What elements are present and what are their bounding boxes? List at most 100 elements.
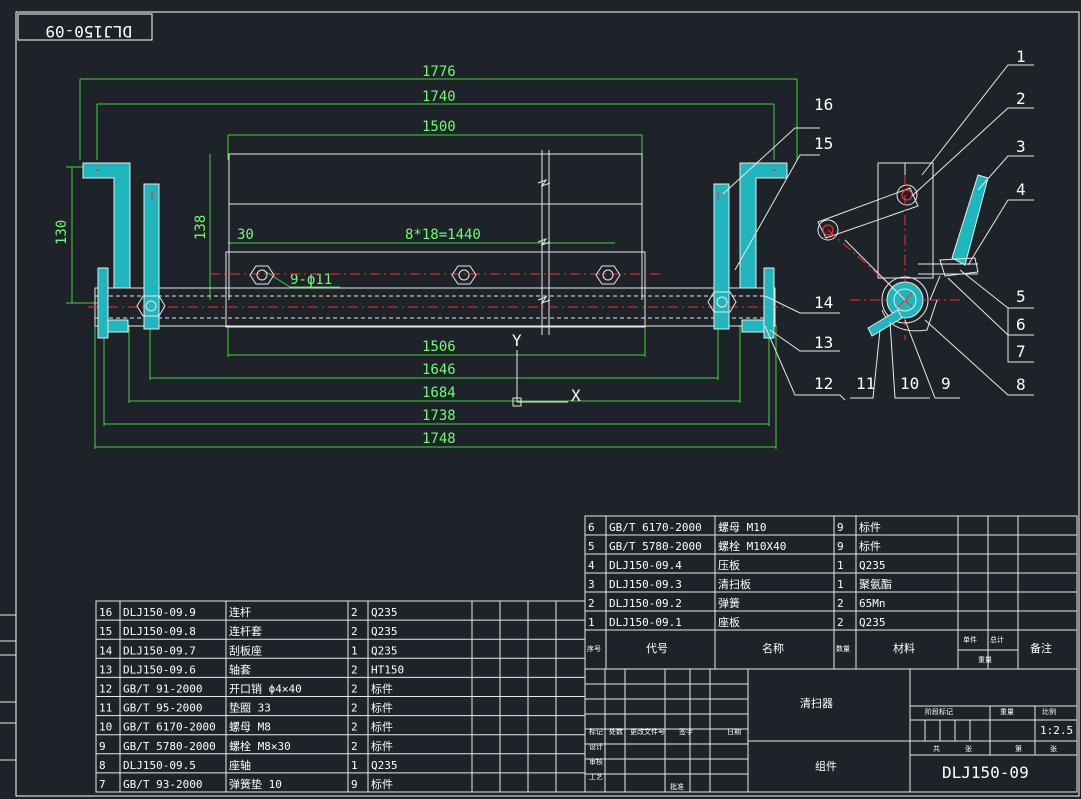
hdr-mat: 材料 [893,641,915,655]
svg-text:16: 16 [814,95,833,114]
dim-1738: 1738 [422,408,456,424]
hdr-wt: 重量 [978,656,992,664]
svg-text:标记: 标记 [589,727,603,736]
bom-qty: 2 [351,663,358,676]
bom-qty: 2 [351,683,358,696]
svg-text:审核: 审核 [589,757,603,766]
svg-text:张: 张 [965,744,972,753]
svg-text:12: 12 [814,374,833,393]
bom-code: DLJ150-09.5 [123,759,196,772]
bom-qty: 1 [351,644,358,657]
svg-text:处数: 处数 [609,727,623,736]
bom-no: 13 [99,663,112,676]
axis-x: X [571,386,581,405]
bom-code: GB/T 91-2000 [123,683,202,696]
bom-mat: 标件 [371,739,393,753]
bom-qty: 9 [351,778,358,791]
svg-text:15: 15 [814,134,833,153]
bom-no: 14 [99,644,113,657]
bom-qty: 1 [837,559,844,572]
bom-code: GB/T 6170-2000 [123,721,216,734]
hdr-code: 代号 [646,642,668,655]
bom-code: DLJ150-09.4 [609,559,682,572]
bom-mat: Q235 [859,559,886,572]
dim-holes: 9-ϕ11 [290,272,332,288]
bom-qty: 2 [351,721,358,734]
side-view [817,64,1034,399]
svg-text:6: 6 [1016,315,1026,334]
bom-code: DLJ150-09.6 [123,663,196,676]
bom-code: GB/T 5780-2000 [609,540,702,553]
bom-no: 11 [99,702,112,715]
bom-no: 5 [588,540,595,553]
bom-mat: Q235 [371,606,398,619]
hdr-name: 名称 [762,641,784,655]
dim-pitch: 8*18=1440 [405,227,481,243]
svg-text:1: 1 [1016,47,1026,66]
bom-mat: Q235 [371,625,398,638]
svg-text:2: 2 [1016,89,1026,108]
dim-1646: 1646 [422,362,456,378]
dim-1506: 1506 [422,339,456,355]
bom-no: 3 [588,578,595,591]
bom-mat: 标件 [371,720,393,734]
svg-text:阶段标记: 阶段标记 [925,707,953,716]
bom-code: GB/T 6170-2000 [609,521,702,534]
bom-no: 1 [588,616,595,629]
bom-mat: 标件 [371,701,393,715]
bom-qty: 2 [351,625,358,638]
svg-text:第: 第 [1015,744,1022,753]
svg-text:批准: 批准 [670,782,684,791]
svg-text:比例: 比例 [1042,707,1056,716]
margin-ticks [0,614,16,761]
dim-1776: 1776 [422,64,456,80]
bom-code: DLJ150-09.9 [123,606,196,619]
bom-qty: 2 [351,740,358,753]
bom-name: 螺母 M8 [229,721,271,734]
bom-no: 16 [99,606,112,619]
hdr-no: 序号 [587,644,601,653]
bom-mat: 标件 [859,520,881,534]
bom-name: 清扫板 [718,577,751,591]
svg-text:日期: 日期 [727,728,741,736]
bom-qty: 1 [837,578,844,591]
bom-mat: 聚氨酯 [859,578,892,591]
bom-name: 轴套 [229,662,251,676]
svg-text:共: 共 [933,744,940,753]
hdr-note: 备注 [1030,641,1052,655]
type-label: 组件 [815,759,837,773]
axis-y: Y [512,331,522,350]
bom-no: 10 [99,721,112,734]
bom-no: 2 [588,597,595,610]
svg-text:8: 8 [1016,375,1026,394]
bom-name: 开口销 ϕ4✕40 [229,682,302,696]
hdr-qty: 数量 [836,644,850,653]
bom-name: 垫圈 33 [229,701,271,715]
svg-text:5: 5 [1016,287,1026,306]
bom-mat: 65Mn [859,597,886,610]
dim-1748: 1748 [422,431,456,447]
bom-code: GB/T 5780-2000 [123,740,216,753]
svg-text:13: 13 [814,333,833,352]
bom-code: DLJ150-09.7 [123,644,196,657]
bom-name: 螺栓 M10X40 [718,539,786,553]
bom-no: 4 [588,559,595,572]
bom-mat: HT150 [371,663,404,676]
bom-no: 6 [588,521,595,534]
bom-no: 9 [99,740,106,753]
hdr-w2: 总计 [990,635,1004,644]
bom-qty: 1 [351,759,358,772]
bom-code: DLJ150-09.3 [609,578,682,591]
svg-text:10: 10 [900,374,919,393]
bom-name: 螺母 M10 [718,521,767,534]
bom-name: 弹簧垫 10 [229,777,282,791]
dim-1500: 1500 [422,119,456,135]
product-name: 清扫器 [800,697,833,710]
bom-name: 连杆 [229,605,251,619]
balloon-labels: 1 2 3 4 5 6 7 8 9 10 11 12 13 14 15 16 [814,47,1026,394]
bom-no: 8 [99,759,106,772]
bom-mat: Q235 [859,616,886,629]
title-stamp-box [17,13,153,41]
